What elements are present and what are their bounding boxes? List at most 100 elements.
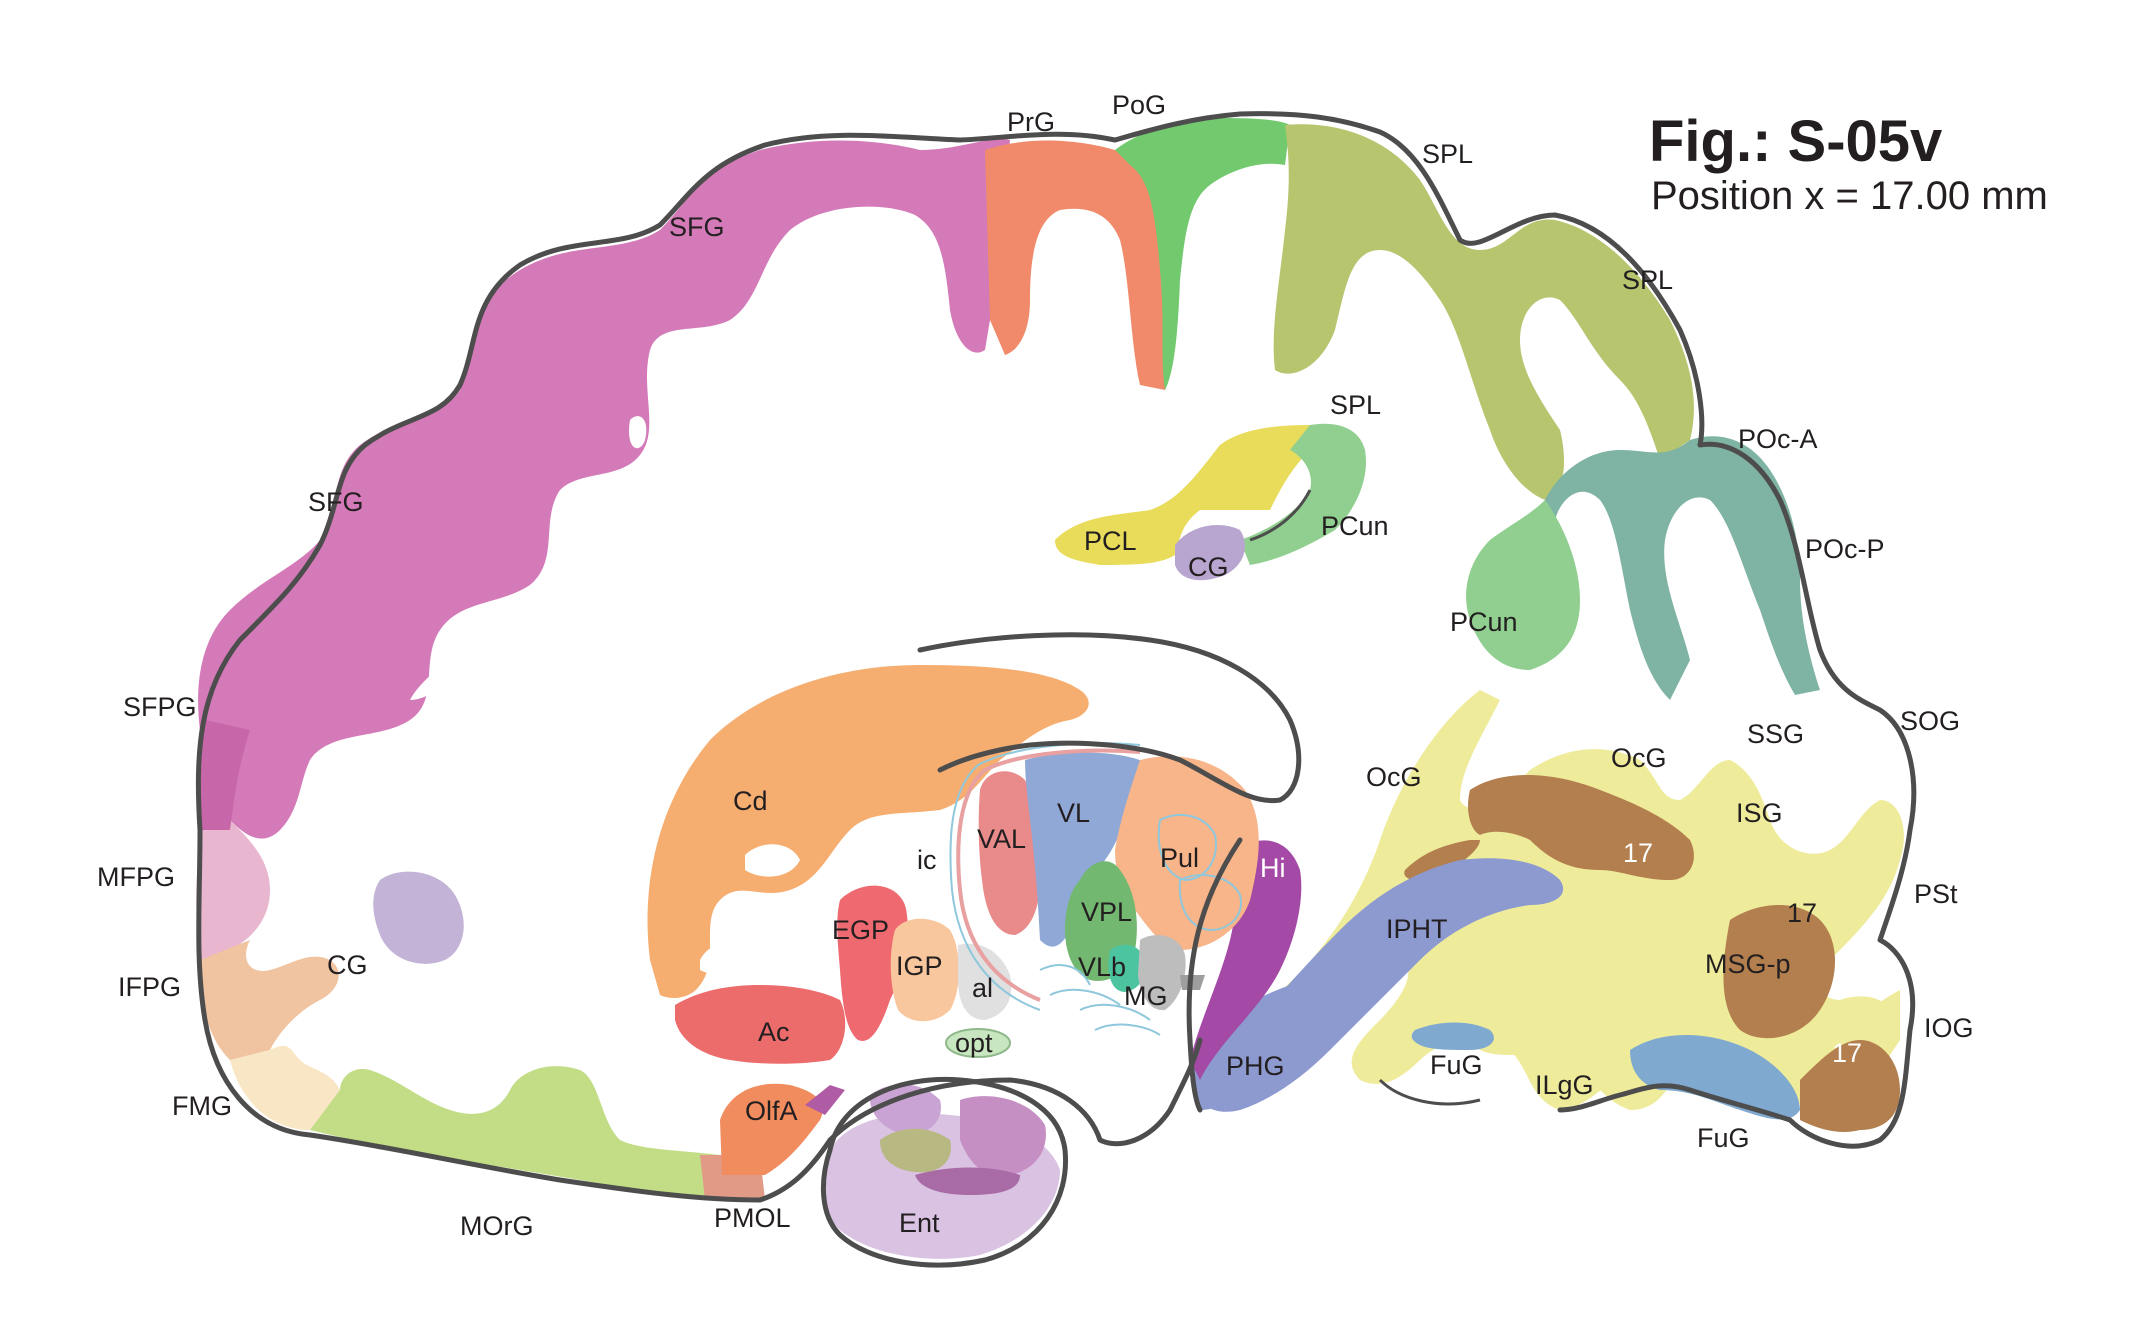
label-cd: Cd: [733, 786, 768, 816]
label-hi: Hi: [1260, 853, 1286, 883]
region-vlb: [1108, 944, 1146, 992]
label-sfg-1: SFG: [669, 212, 725, 242]
label-olfa: OlfA: [745, 1096, 798, 1126]
label-mg: MG: [1124, 981, 1168, 1011]
region-ifpg: [200, 940, 339, 1060]
region-17-upper: [1468, 775, 1694, 880]
label-pst: PSt: [1914, 879, 1958, 909]
cortex-regions: [196, 118, 1904, 1200]
region-pog: [1115, 118, 1290, 390]
label-17-b: 17: [1787, 898, 1817, 928]
label-ic: ic: [917, 845, 937, 875]
region-mg: [1138, 935, 1186, 1011]
label-fug-2: FuG: [1697, 1123, 1750, 1153]
label-ifpg: IFPG: [118, 972, 181, 1002]
label-spl-3: SPL: [1330, 390, 1381, 420]
figure-position: Position x = 17.00 mm: [1651, 174, 2048, 218]
region-pcl: [1055, 425, 1310, 565]
region-ocg-lower: [1440, 930, 1900, 1113]
label-pul: Pul: [1160, 843, 1199, 873]
label-ent: Ent: [899, 1208, 940, 1238]
outline-lateral-ventricle: [917, 632, 1302, 804]
region-cd: [647, 665, 1089, 998]
label-ilgg: ILgG: [1535, 1070, 1594, 1100]
label-morg: MOrG: [460, 1211, 534, 1241]
ent-inner-3: [960, 1096, 1046, 1176]
cd-gap-1: [745, 844, 800, 877]
label-igp: IGP: [896, 951, 943, 981]
label-poc-p: POc-P: [1805, 534, 1885, 564]
label-cg-frontal: CG: [327, 950, 368, 980]
region-pul: [1115, 756, 1259, 950]
labels: PrG PoG SPL SPL SPL SFG SFG SFPG MFPG IF…: [97, 90, 2048, 1241]
region-egp: [837, 885, 908, 1041]
label-ipht: IPHT: [1386, 914, 1448, 944]
region-poc: [1545, 436, 1820, 700]
label-sog: SOG: [1900, 706, 1960, 736]
label-sfg-2: SFG: [308, 487, 364, 517]
label-iog: IOG: [1924, 1013, 1974, 1043]
label-fug-1: FuG: [1430, 1050, 1483, 1080]
region-pcun-post: [1466, 500, 1580, 670]
label-17-a: 17: [1623, 838, 1653, 868]
label-prg: PrG: [1007, 107, 1055, 137]
region-ac: [675, 985, 846, 1064]
region-morg: [310, 1066, 720, 1200]
region-cg-upper: [1175, 525, 1245, 581]
region-phg: [1190, 985, 1295, 1110]
outline-cortex-outer: [195, 111, 1917, 1149]
label-egp: EGP: [832, 915, 889, 945]
label-sfpg: SFPG: [123, 692, 197, 722]
label-ocg-1: OcG: [1366, 762, 1422, 792]
region-sfg: [198, 138, 1011, 839]
label-val: VAL: [977, 824, 1026, 854]
label-msg-p: MSG-p: [1705, 949, 1791, 979]
label-vpl: VPL: [1081, 897, 1132, 927]
region-opt: [945, 1028, 1011, 1058]
label-mfpg: MFPG: [97, 862, 175, 892]
region-ipht: [1200, 858, 1564, 1112]
region-al: [958, 943, 1012, 1020]
label-spl-2: SPL: [1622, 265, 1673, 295]
region-17-iog: [1800, 1040, 1900, 1132]
region-sfpg: [200, 720, 250, 830]
outline-ent: [820, 1076, 1069, 1268]
region-hi: [1190, 840, 1302, 1080]
thalamus-borders: [1039, 814, 1242, 1036]
outline-pcl-island: [1249, 489, 1312, 542]
label-ac: Ac: [758, 1017, 790, 1047]
label-al: al: [972, 973, 993, 1003]
outline-cortex-basal: [196, 827, 1203, 1203]
label-ssg: SSG: [1747, 719, 1804, 749]
figure-title: Fig.: S-05v: [1649, 109, 1942, 174]
label-pmol: PMOL: [714, 1203, 791, 1233]
label-fmg: FMG: [172, 1091, 232, 1121]
region-prg: [985, 140, 1167, 390]
olfa-purple-tip: [805, 1085, 845, 1115]
label-cg-upper: CG: [1188, 552, 1229, 582]
region-17-lower: [1404, 840, 1480, 881]
region-cg-frontal: [373, 871, 464, 964]
outline-thalamus-hi: [1186, 837, 1243, 1113]
stria-terminalis: [956, 748, 1141, 1002]
sfg-gap: [628, 416, 647, 449]
label-poc-a: POc-A: [1738, 424, 1818, 454]
outline-occipital-inner: [1378, 1078, 1481, 1106]
outlines: [195, 111, 1917, 1268]
region-spl: [1273, 124, 1694, 500]
region-vl: [1025, 752, 1140, 947]
label-phg: PHG: [1226, 1051, 1285, 1081]
label-pcun-2: PCun: [1450, 607, 1518, 637]
label-spl-1: SPL: [1422, 139, 1473, 169]
label-17-c: 17: [1832, 1038, 1862, 1068]
label-pog: PoG: [1112, 90, 1166, 120]
region-17-msg: [1723, 905, 1835, 1039]
label-pcl: PCL: [1084, 526, 1137, 556]
ent-inner-2: [880, 1128, 951, 1173]
sfg-sulcus: [410, 640, 470, 700]
region-val: [978, 771, 1040, 935]
region-fug-ant: [1411, 1022, 1494, 1050]
label-isg: ISG: [1736, 798, 1783, 828]
region-igp: [890, 918, 959, 1022]
